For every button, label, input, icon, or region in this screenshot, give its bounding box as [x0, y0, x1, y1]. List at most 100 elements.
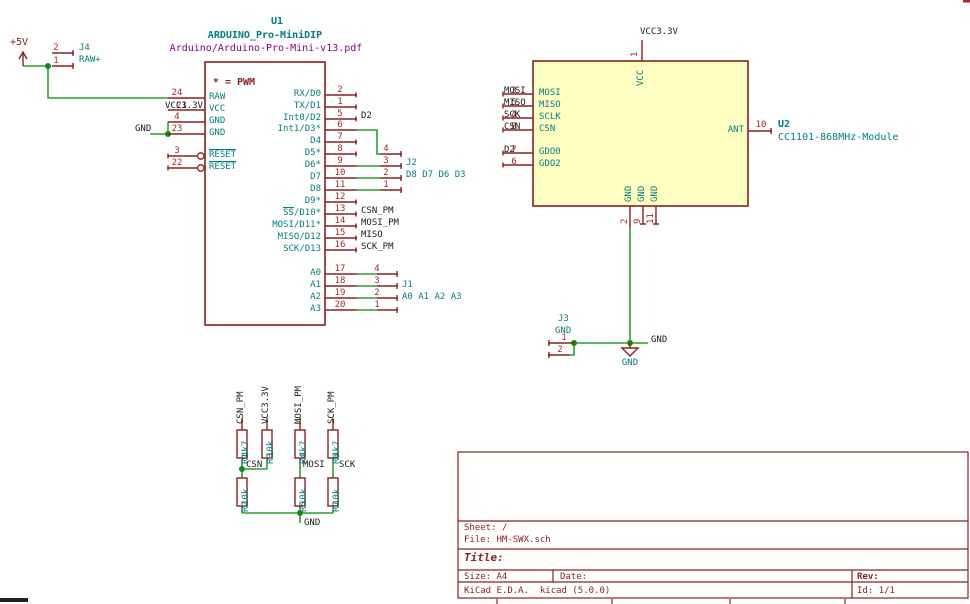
resistor-body[interactable]	[236, 477, 248, 507]
pin-number[interactable]: 4	[174, 112, 180, 122]
pin-stub[interactable]	[502, 103, 533, 109]
pin-number[interactable]: 1	[630, 51, 640, 57]
pin-number[interactable]: 2	[374, 288, 380, 298]
pin-number[interactable]: 18	[334, 276, 346, 286]
pin-number[interactable]: 1	[561, 333, 567, 343]
pin-name[interactable]: SS/D10*	[283, 208, 321, 218]
u1-body[interactable]	[204, 61, 326, 326]
pin-name[interactable]: GND	[209, 128, 226, 138]
power-flag-5v-label[interactable]: +5V	[10, 37, 29, 48]
pin-inversion-circle[interactable]	[196, 152, 205, 160]
pin-name[interactable]: A2	[310, 292, 321, 302]
pin-number[interactable]: 1	[383, 180, 389, 190]
pin-number[interactable]: 9	[633, 218, 643, 224]
wire[interactable]	[570, 228, 648, 356]
pin-name[interactable]: GND	[650, 185, 660, 202]
pin-stub[interactable]	[325, 235, 357, 241]
pin-name[interactable]: MOSI/D11*	[272, 220, 321, 230]
pin-stub[interactable]	[380, 187, 402, 193]
resistor-body[interactable]	[294, 429, 306, 459]
u2-ref[interactable]: U2	[778, 119, 791, 130]
j3-net-label[interactable]: GND	[555, 326, 572, 336]
pin-name[interactable]: RX/D0	[293, 89, 321, 99]
resistor-ref[interactable]: R3	[266, 453, 276, 464]
j1-ref[interactable]: J1	[402, 280, 413, 290]
pin-number[interactable]: 6	[511, 157, 517, 167]
resistor-body[interactable]	[236, 429, 248, 459]
pin-stub[interactable]	[325, 211, 357, 217]
j2-ref[interactable]: J2	[406, 158, 417, 168]
pin-name[interactable]: A0	[310, 268, 321, 278]
pin-name[interactable]: GND	[209, 116, 226, 126]
net-label[interactable]: VCC3.3V	[165, 101, 203, 111]
gnd-net-label[interactable]: GND	[651, 335, 668, 345]
wire[interactable]	[357, 273, 377, 311]
u1-ref[interactable]: U1	[270, 16, 284, 27]
j4-net-label[interactable]: RAW+	[79, 55, 101, 65]
net-label[interactable]: CSN_PM	[236, 391, 246, 424]
pin-number[interactable]: 3	[174, 146, 180, 156]
pin-number[interactable]: 10	[755, 120, 767, 130]
pin-name[interactable]: D7	[310, 172, 321, 182]
net-label[interactable]: CSN_PM	[361, 206, 394, 216]
resistor-body[interactable]	[294, 477, 306, 507]
pin-name[interactable]: TX/D1	[293, 101, 321, 111]
u2-gnd-pin-stubs[interactable]	[629, 206, 659, 228]
u1-value[interactable]: ARDUINO_Pro-MiniDIP	[207, 30, 323, 41]
net-label[interactable]: CSN	[246, 460, 263, 470]
pin-number[interactable]: 3	[383, 156, 389, 166]
pin-name[interactable]: MISO	[539, 100, 561, 110]
pin-number[interactable]: 12	[334, 192, 346, 202]
gnd-net-label-u1[interactable]: GND	[135, 124, 152, 134]
gnd-power-symbol-label[interactable]: GND	[621, 358, 639, 368]
pin-number[interactable]: 16	[334, 240, 346, 250]
pin-number[interactable]: 11	[646, 213, 656, 224]
net-label[interactable]: SCK	[339, 460, 356, 470]
pin-number[interactable]: 23	[171, 124, 183, 134]
pin-stub[interactable]	[377, 283, 398, 289]
pin-stub[interactable]	[380, 163, 402, 169]
pin-name[interactable]: ANT	[727, 125, 744, 135]
pin-name[interactable]: MISO/D12	[277, 232, 321, 242]
pin-stub[interactable]	[377, 307, 398, 313]
resistor-top-stubs[interactable]	[241, 418, 334, 430]
pin-stub[interactable]	[325, 139, 357, 145]
pin-name[interactable]: D8	[310, 184, 321, 194]
pin-number[interactable]: 20	[334, 300, 346, 310]
net-label[interactable]: MOSI_PM	[294, 386, 304, 424]
pin-name[interactable]: D9*	[304, 196, 321, 206]
pin-inversion-circle[interactable]	[196, 164, 205, 172]
pin-name[interactable]: RESET	[209, 162, 237, 172]
j4-pin-stubs[interactable]	[52, 50, 74, 69]
pin-stub[interactable]	[377, 295, 398, 301]
net-label[interactable]: MOSI_PM	[361, 218, 399, 228]
net-label[interactable]: MISO	[361, 230, 383, 240]
net-label[interactable]: SCK_PM	[327, 391, 337, 424]
pin-stub[interactable]	[502, 91, 533, 97]
pin-number[interactable]: 9	[337, 156, 343, 166]
net-label[interactable]: MOSI	[504, 86, 526, 96]
pin-number[interactable]: 11	[334, 180, 346, 190]
u2-value[interactable]: CC1101-868MHz-Module	[778, 132, 899, 143]
pin-stub[interactable]	[380, 175, 402, 181]
pin-number[interactable]: 15	[334, 228, 346, 238]
u1-doc-link[interactable]: Arduino/Arduino-Pro-Mini-v13.pdf	[169, 43, 363, 54]
pin-number[interactable]: 17	[334, 264, 346, 274]
wire[interactable]	[357, 129, 380, 191]
net-label[interactable]: D2	[504, 145, 515, 155]
pin-stub[interactable]	[377, 271, 398, 277]
pin-stub[interactable]	[502, 150, 533, 156]
pin-stub[interactable]	[325, 199, 357, 205]
pin-number[interactable]: 21	[176, 101, 187, 111]
pin-stub[interactable]	[167, 153, 197, 159]
pin-name[interactable]: SCLK	[539, 112, 561, 122]
pin-number[interactable]: 2	[383, 168, 389, 178]
pin-number[interactable]: 22	[171, 158, 183, 168]
net-label[interactable]: SCK	[504, 110, 521, 120]
pin-name[interactable]: VCC	[636, 69, 646, 86]
pin-number[interactable]: 4	[383, 144, 389, 154]
pin-number[interactable]: 4	[374, 264, 380, 274]
gnd-power-symbol[interactable]	[620, 343, 640, 357]
pin-number[interactable]: 19	[334, 288, 346, 298]
pin-stub[interactable]	[325, 104, 357, 110]
